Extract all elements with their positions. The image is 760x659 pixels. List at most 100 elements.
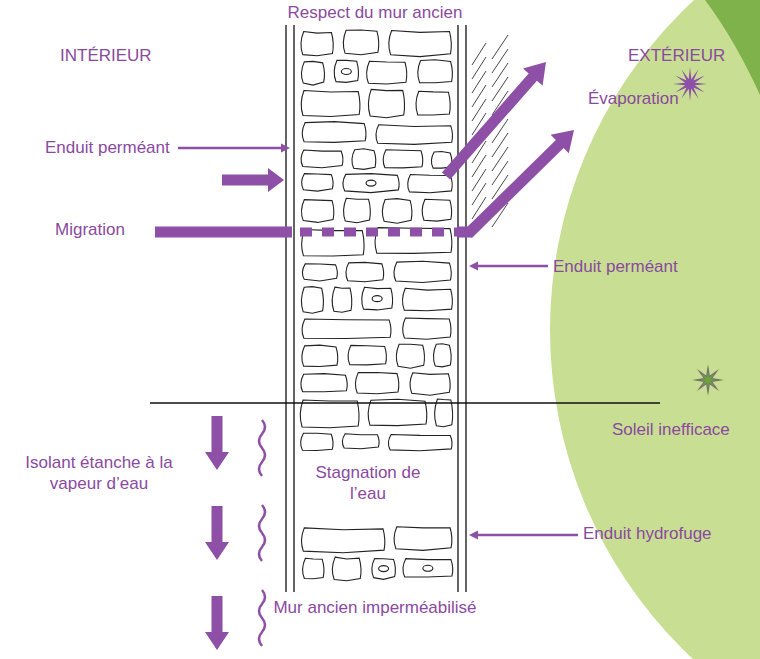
stone — [355, 373, 398, 394]
stone — [334, 60, 358, 82]
flow-bar — [432, 228, 444, 237]
insulation-label: Isolant étanche à la vapeur d’eau — [4, 452, 194, 494]
flow-arrow — [469, 531, 578, 540]
stone-pebble — [341, 68, 351, 74]
stone — [301, 200, 333, 223]
hatch-stroke — [492, 49, 508, 73]
flow-bar — [388, 228, 400, 237]
stone — [346, 262, 384, 281]
stone — [433, 344, 451, 367]
stone — [300, 400, 359, 428]
stone — [302, 174, 333, 192]
stone — [302, 122, 366, 143]
hatch-stroke — [492, 147, 508, 171]
stone — [416, 91, 450, 115]
stone — [418, 60, 453, 83]
stone — [372, 559, 396, 580]
stone — [403, 318, 451, 339]
wave-segment — [259, 505, 265, 561]
flow-arrow — [442, 62, 546, 180]
stone — [343, 30, 378, 55]
hatch-stroke — [472, 183, 486, 205]
flow-bar — [155, 227, 292, 238]
hatch-stroke — [472, 169, 486, 191]
stone — [383, 150, 423, 168]
stone — [302, 528, 385, 553]
stone — [303, 558, 324, 579]
render-label: Enduit perméant — [553, 256, 678, 277]
star-symbol — [694, 366, 722, 394]
hatch-stroke — [492, 77, 508, 101]
stone — [332, 557, 361, 581]
exterior-ground — [550, 0, 760, 659]
stone — [388, 435, 452, 451]
stone — [344, 198, 371, 222]
flow-arrow — [469, 262, 548, 271]
stone — [301, 433, 333, 450]
stone — [394, 527, 452, 551]
stone — [375, 228, 452, 254]
stone — [362, 287, 393, 310]
hatch-stroke — [492, 63, 508, 87]
sun-stars — [673, 67, 724, 396]
stone — [302, 319, 391, 338]
flow-arrow — [205, 416, 229, 470]
stone — [403, 559, 453, 577]
hatch-stroke — [472, 85, 486, 107]
stone — [348, 345, 386, 364]
flow-bar — [344, 228, 356, 237]
side-label: INTÉRIEUR — [60, 45, 152, 66]
inner-render-line — [293, 25, 294, 592]
stone — [402, 288, 452, 310]
wall-inner-line — [285, 25, 286, 592]
hatch-stroke — [472, 155, 486, 177]
stone — [396, 344, 424, 368]
stone-pebble — [379, 566, 389, 572]
stone-pebble — [423, 565, 433, 571]
stone-pebble — [372, 296, 382, 302]
hatch-stroke — [472, 43, 486, 65]
outer-render-line — [465, 25, 466, 592]
stone — [302, 264, 337, 281]
wave-segment — [259, 420, 265, 476]
heading-label: Respect du mur ancien — [265, 2, 485, 23]
stone-pebble — [366, 180, 376, 186]
stone — [422, 199, 451, 221]
side-label: EXTÉRIEUR — [628, 45, 725, 66]
hatch-stroke — [492, 35, 508, 59]
hatch-stroke — [472, 99, 486, 121]
stone — [367, 61, 407, 84]
outer-stone-line — [457, 25, 458, 592]
vapour-barrier-waves — [259, 420, 265, 646]
flow-arrows — [155, 62, 578, 650]
heading-label: Mur ancien imperméabilisé — [270, 597, 480, 618]
star-symbol — [698, 370, 718, 390]
stone — [301, 287, 323, 314]
flow-arrow — [205, 596, 229, 650]
stone — [301, 61, 324, 85]
effect-label: Stagnation de l’eau — [300, 462, 436, 504]
flow-bar — [322, 228, 334, 237]
stone — [408, 174, 453, 192]
flow-arrow — [222, 168, 284, 192]
section-divider — [150, 402, 660, 403]
wave-segment — [259, 590, 265, 646]
wall-stones — [300, 30, 452, 581]
stone — [394, 261, 451, 282]
stone — [301, 90, 360, 116]
stone — [352, 149, 376, 170]
stone — [342, 434, 379, 449]
stone — [332, 287, 352, 312]
flow-arrow — [464, 130, 574, 238]
stone — [343, 174, 399, 193]
stone — [301, 374, 347, 392]
hatch-stroke — [492, 133, 508, 157]
flow-arrow — [205, 506, 229, 560]
stone — [302, 345, 338, 366]
flow-bar — [366, 228, 378, 237]
flow-label: Migration — [55, 219, 125, 240]
stone — [376, 125, 453, 145]
render-label: Enduit perméant — [45, 137, 170, 158]
hatch-stroke — [472, 57, 486, 79]
stone — [301, 150, 343, 168]
